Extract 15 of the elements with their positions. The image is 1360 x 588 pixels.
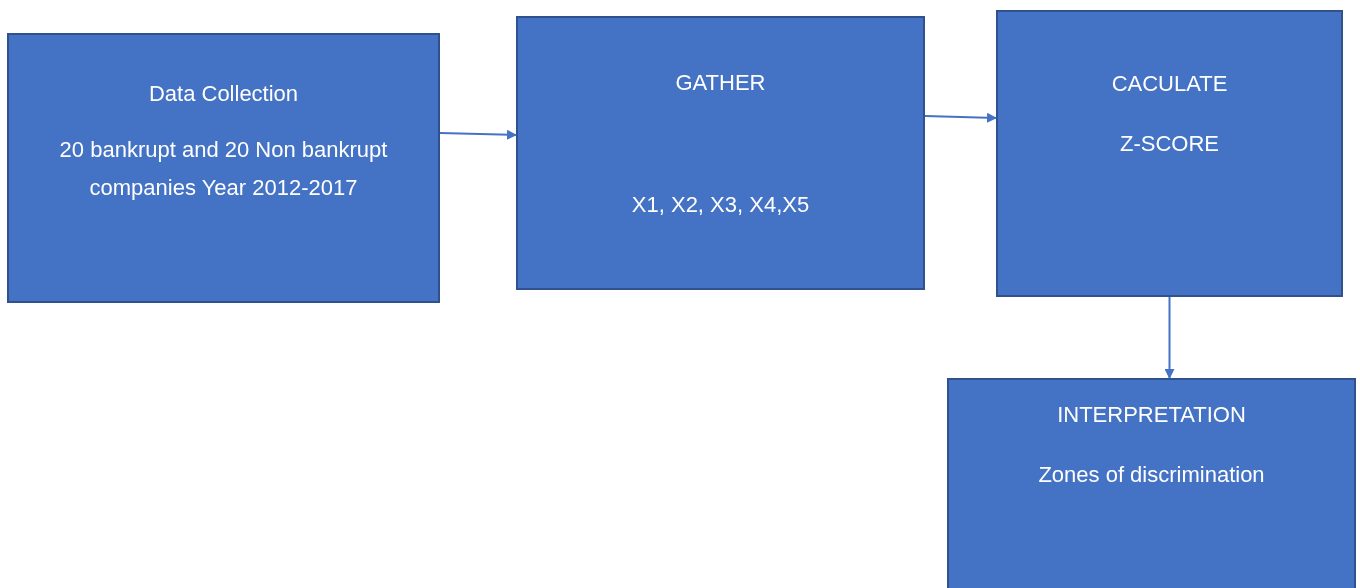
arrow (1164, 296, 1175, 379)
box-text: X1, X2, X3, X4,X5 (630, 191, 811, 219)
arrow (439, 129, 517, 140)
box-heading: GATHER (674, 69, 767, 97)
process-box (7, 33, 440, 303)
box-text: Zones of discrimination (1037, 461, 1266, 489)
box-heading: Data Collection (147, 80, 300, 108)
arrow (924, 112, 997, 123)
box-heading: INTERPRETATION (1056, 401, 1247, 429)
process-box (947, 378, 1356, 588)
process-box (516, 16, 925, 290)
box-text: Z-SCORE (1119, 130, 1220, 158)
box-heading: CACULATE (1110, 70, 1229, 98)
box-text: 20 bankrupt and 20 Non bankrupt companies Year 2012-2017 (58, 136, 389, 202)
process-box (996, 10, 1343, 297)
